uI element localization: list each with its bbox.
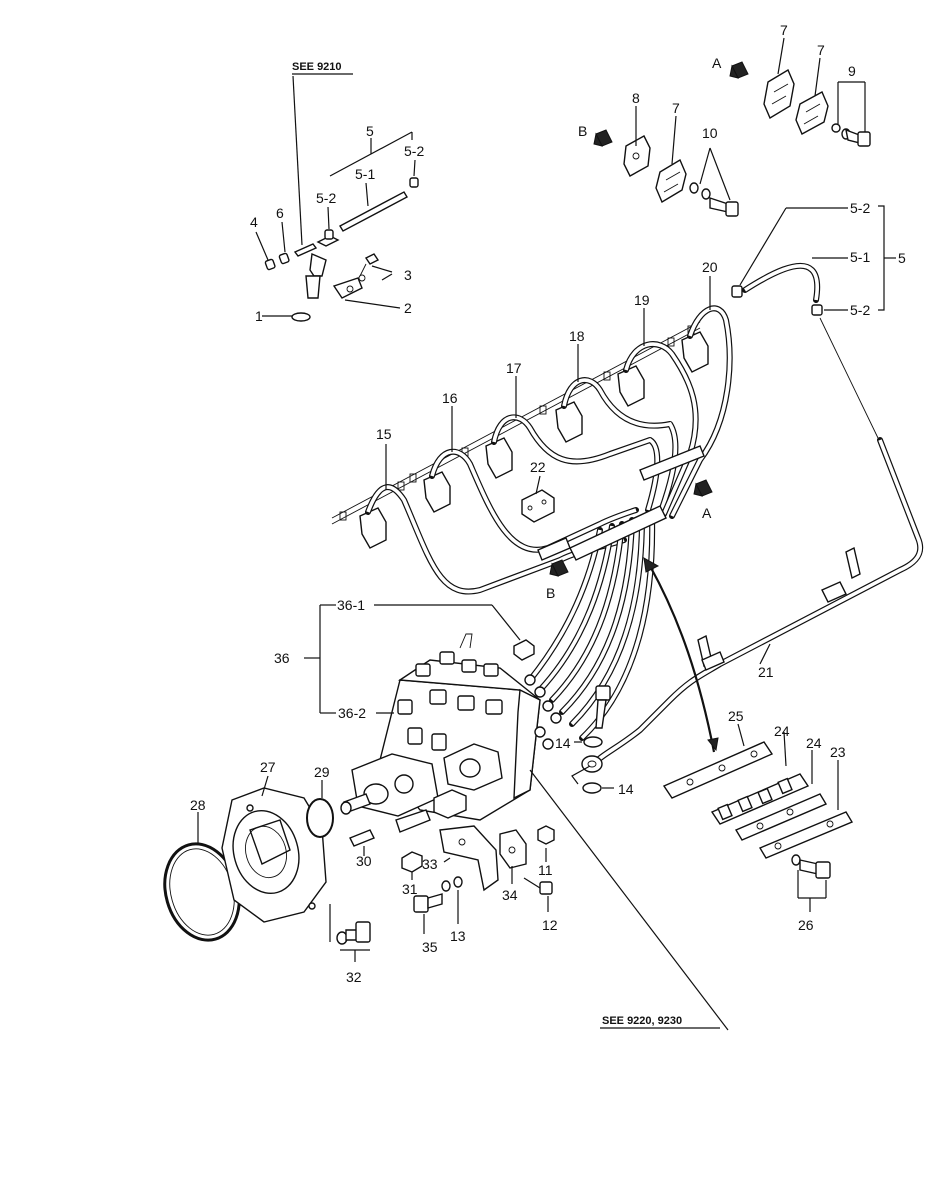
pump-mounting: 28 27 29 30 31 32 33 [163, 759, 558, 985]
callout-21: 21 [758, 664, 774, 680]
callout-35: 35 [422, 939, 438, 955]
callout-26: 26 [798, 917, 814, 933]
callout-30: 30 [356, 853, 372, 869]
callout-6: 6 [276, 205, 284, 221]
callout-1: 1 [255, 308, 263, 324]
return-pipe: 21 [581, 437, 924, 773]
page-number: 9200 [50, 1196, 99, 1200]
callout-5-1-bracket: 5-1 [850, 249, 870, 265]
view-b-marker-top: B [578, 123, 587, 139]
callout-3: 3 [404, 267, 412, 283]
callout-25: 25 [728, 708, 744, 724]
callout-19: 19 [634, 292, 650, 308]
view-a-marker: A [702, 505, 712, 521]
callout-7-middle: 7 [672, 100, 680, 116]
callout-22: 22 [530, 459, 546, 475]
callout-32: 32 [346, 969, 362, 985]
callout-31: 31 [402, 881, 418, 897]
callout-7-top: 7 [780, 22, 788, 38]
callout-5-2-bracket-top: 5-2 [850, 200, 870, 216]
injector-detail: SEE 9210 [250, 61, 424, 324]
see-9220-9230-reference: SEE 9220, 9230 [602, 1015, 682, 1027]
callout-2: 2 [404, 300, 412, 316]
callout-5-bracket: 5 [898, 250, 906, 266]
pump-bolt-group: 14 14 [555, 685, 634, 797]
callout-15: 15 [376, 426, 392, 442]
callout-36: 36 [274, 650, 290, 666]
callout-28: 28 [190, 797, 206, 813]
callout-17: 17 [506, 360, 522, 376]
leak-off-pipe: 5-2 5-1 5-2 5 [731, 200, 906, 439]
callout-14-upper: 14 [555, 735, 571, 751]
callout-4: 4 [250, 214, 258, 230]
callout-24-lower: 24 [806, 735, 822, 751]
callout-11: 11 [538, 862, 553, 878]
injection-pump: 36-1 36 36-2 [274, 597, 562, 833]
callout-8: 8 [632, 90, 640, 106]
callout-9: 9 [848, 63, 856, 79]
view-a-marker-top: A [712, 55, 722, 71]
spacer-strips: 25 24 24 23 26 [662, 708, 854, 933]
callout-5-2-bracket-bottom: 5-2 [850, 302, 870, 318]
callout-33: 33 [422, 856, 438, 872]
callout-24-upper: 24 [774, 723, 790, 739]
callout-5: 5 [366, 123, 374, 139]
pump-reference: SEE 9220, 9230 [529, 557, 729, 1031]
callout-36-1: 36-1 [337, 597, 365, 613]
callout-20: 20 [702, 259, 718, 275]
callout-29: 29 [314, 764, 330, 780]
callout-5-2-right: 5-2 [404, 143, 424, 159]
callout-16: 16 [442, 390, 458, 406]
callout-36-2: 36-2 [338, 705, 366, 721]
callout-10: 10 [702, 125, 718, 141]
callout-23: 23 [830, 744, 846, 760]
callout-5-2-left: 5-2 [316, 190, 336, 206]
callout-12: 12 [542, 917, 558, 933]
callout-18: 18 [569, 328, 585, 344]
callout-5-1: 5-1 [355, 166, 375, 182]
clamp-detail: A B [578, 22, 871, 217]
callout-14-lower: 14 [618, 781, 634, 797]
callout-7-right: 7 [817, 42, 825, 58]
see-9210-reference: SEE 9210 [292, 61, 342, 73]
callout-34: 34 [502, 887, 518, 903]
callout-13: 13 [450, 928, 466, 944]
callout-27: 27 [260, 759, 276, 775]
view-b-marker: B [546, 585, 555, 601]
injection-pipes: A B 15 16 17 18 19 20 22 [331, 259, 733, 741]
